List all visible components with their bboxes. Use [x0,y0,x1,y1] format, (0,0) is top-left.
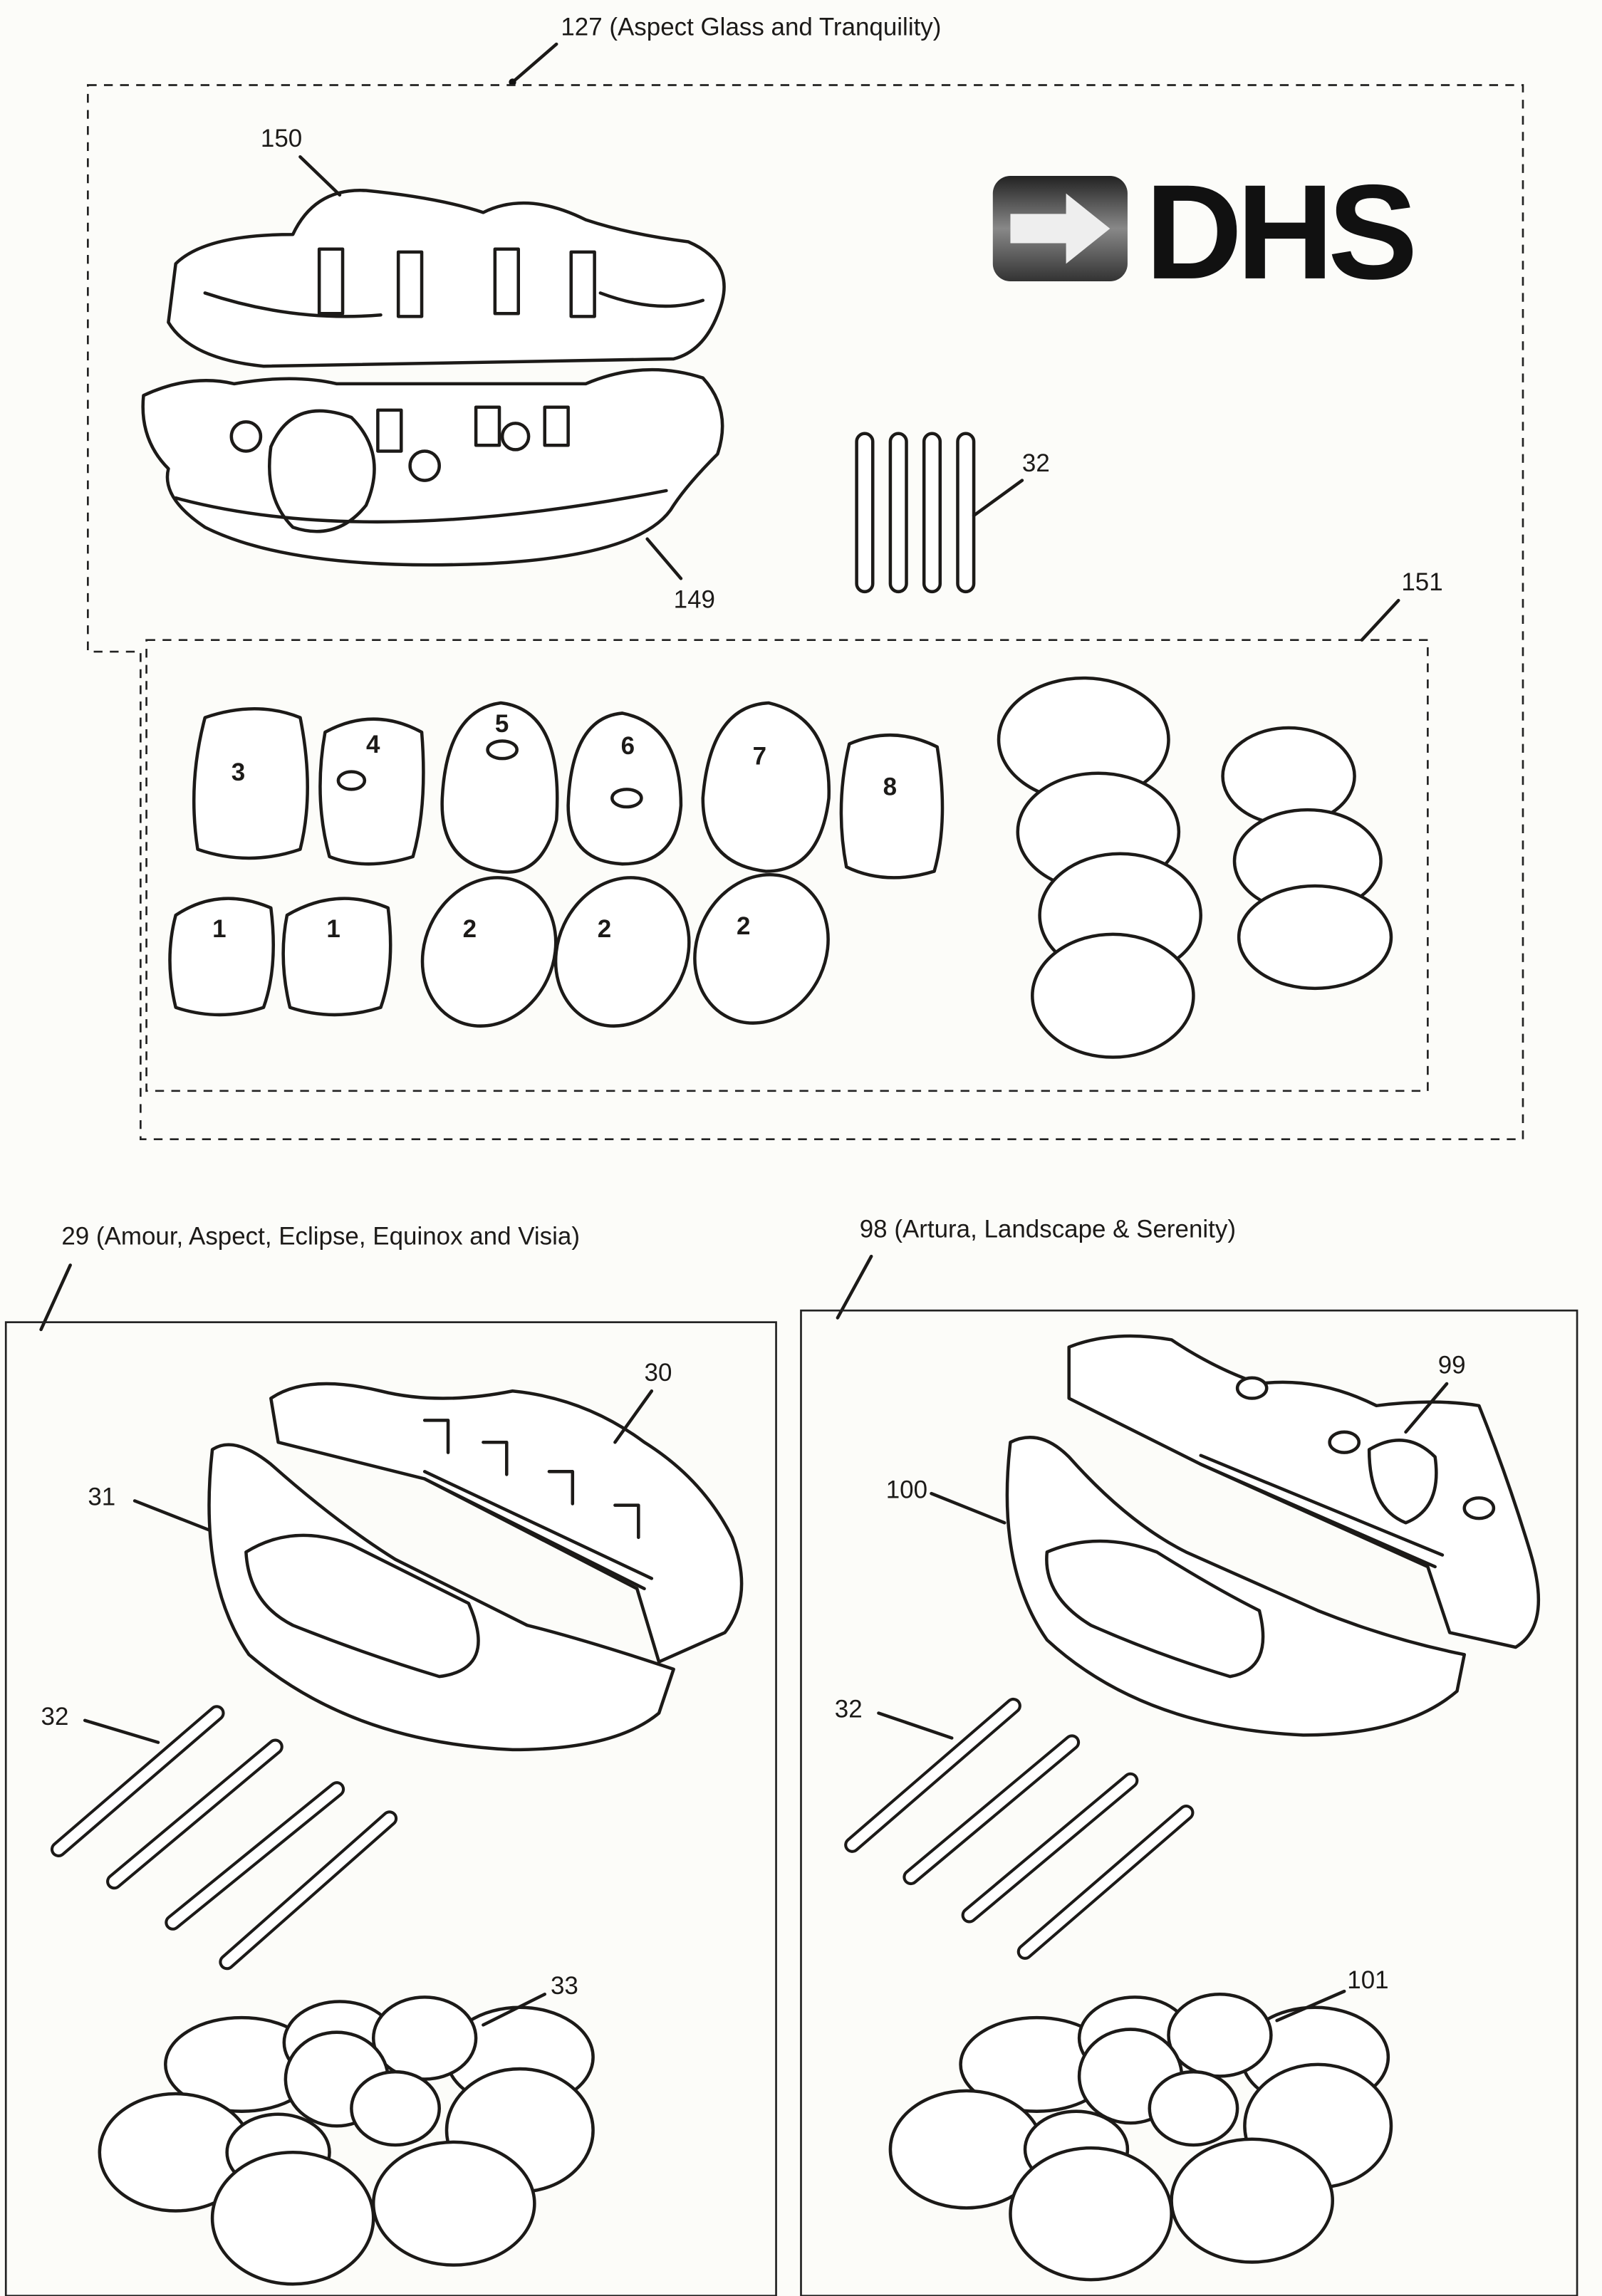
stone-5 [440,701,559,874]
label-151: 151 [1401,568,1442,596]
svg-text:4: 4 [366,731,380,758]
svg-text:6: 6 [621,732,635,760]
rods-32-left-drawing [50,1705,398,1971]
svg-text:29 (Amour, Aspect, Eclipse, Eq: 29 (Amour, Aspect, Eclipse, Equinox and … [61,1223,580,1251]
rear-base-30-drawing [269,1382,744,1664]
svg-text:2: 2 [737,912,750,940]
group-98-caption: (Artura, Landscape & Serenity) [894,1215,1236,1243]
leader-line [1404,1382,1449,1434]
stone-8 [839,734,945,880]
label-101: 101 [1347,1966,1388,1994]
leader-line [645,537,683,580]
group-127: 127 (Aspect Glass and Tranquility) 150 [87,14,1524,1141]
rods-32-right-drawing [844,1697,1195,1960]
group-98-ref: 98 [860,1215,888,1243]
label-100: 100 [886,1476,927,1503]
group-29-ref: 29 [61,1223,89,1251]
label-30: 30 [645,1359,672,1387]
leader-line [83,1718,160,1744]
leader-line [972,479,1024,518]
rods-32-drawing [855,432,976,594]
label-150: 150 [261,125,302,152]
leader-dot [509,78,516,86]
svg-text:1: 1 [326,915,340,943]
group-127-caption: (Aspect Glass and Tranquility) [609,14,941,41]
svg-text:3: 3 [232,758,245,786]
svg-text:8: 8 [883,773,897,801]
leader-line [836,1254,873,1320]
leader-line [613,1389,654,1444]
svg-text:2: 2 [598,915,611,943]
leader-line [1275,1989,1346,2023]
group-127-dashed-outline [87,84,1524,1141]
leader-line [39,1263,72,1332]
leader-line [1360,598,1400,642]
pebbles-column-left [997,676,1202,1059]
front-base-100-drawing [1005,1436,1467,1737]
group-29: 29 (Amour, Aspect, Eclipse, Equinox and … [4,1223,777,2296]
stone-1 [168,897,276,1017]
pebbles-33-drawing [98,1995,595,2286]
front-base-31-drawing [207,1443,675,1752]
svg-text:98 (Artura, Landscape & Sereni: 98 (Artura, Landscape & Serenity) [860,1215,1236,1243]
pebbles-101-drawing [888,1992,1393,2282]
leader-line [511,42,558,84]
stone-2 [693,873,830,1025]
group-127-ref: 127 [561,14,602,41]
pebbles-column-right [1221,726,1393,991]
leader-line [482,1992,547,2027]
leader-line [877,1711,954,1740]
label-99: 99 [1438,1352,1466,1379]
upper-base-150-drawing [167,189,726,368]
leader-line [298,155,342,197]
stone-3 [192,707,309,860]
svg-text:1: 1 [212,915,226,943]
stone-set-151: 151 3 4 5 6 7 8 1 1 2 2 2 [145,568,1443,1092]
label-31: 31 [88,1483,115,1511]
label-33: 33 [551,1972,578,2000]
stone-7 [701,701,831,873]
lower-base-149-drawing [141,367,724,567]
svg-text:7: 7 [753,742,766,770]
svg-text:127 (Aspect Glass and Tranquil: 127 (Aspect Glass and Tranquility) [561,14,941,41]
label-32-top: 32 [1022,449,1050,477]
svg-text:DHS: DHS [1145,157,1413,308]
stone-2 [420,876,558,1028]
label-149: 149 [674,585,715,613]
dhs-logo: DHS [992,157,1419,308]
label-32-right: 32 [835,1696,863,1723]
stone-2 [553,876,691,1028]
group-98: 98 (Artura, Landscape & Serenity) 99 100… [800,1215,1578,2296]
stone-4 [318,717,425,866]
stone-1 [281,897,392,1017]
leader-line [132,1499,212,1532]
group-29-caption: (Amour, Aspect, Eclipse, Equinox and Vis… [96,1223,580,1251]
label-32-left: 32 [41,1703,69,1731]
svg-text:2: 2 [463,915,477,943]
svg-text:5: 5 [495,710,509,738]
leader-line [930,1491,1007,1525]
